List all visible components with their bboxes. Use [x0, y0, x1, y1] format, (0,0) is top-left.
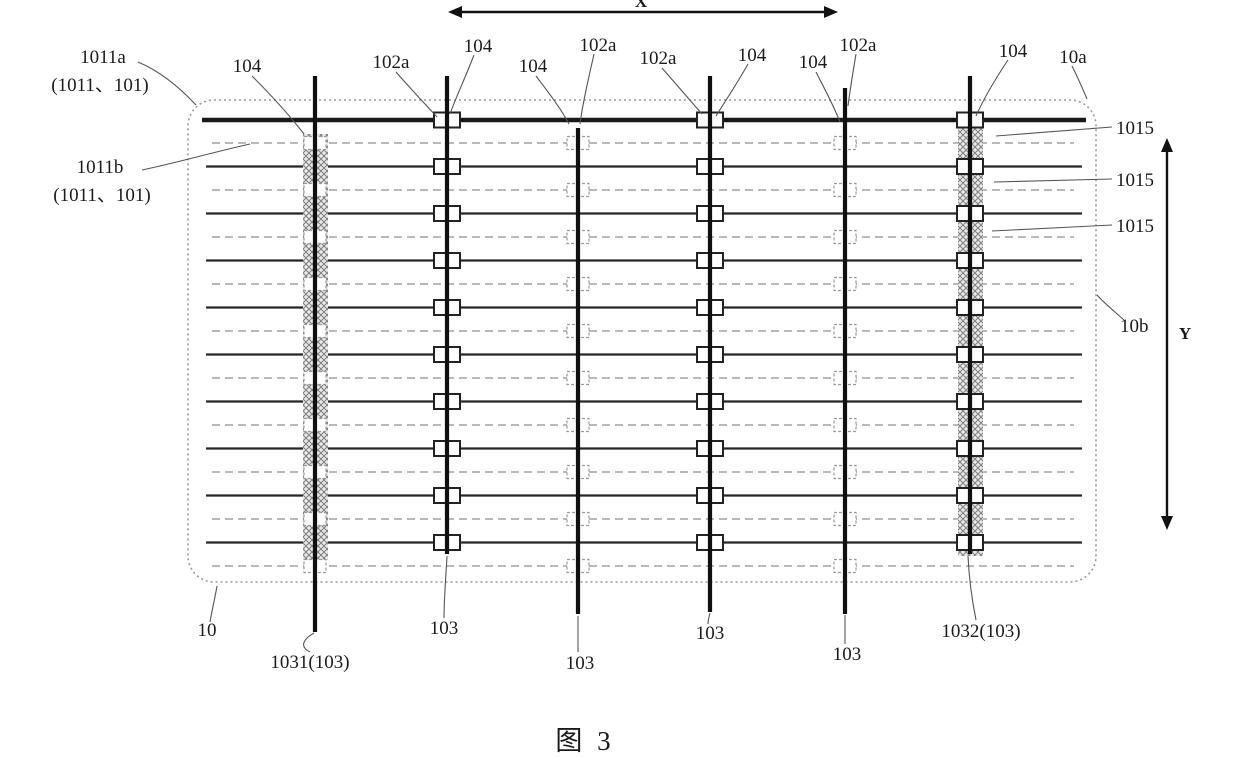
leader-104-1: [251, 75, 305, 135]
label-1011b-sub: (1011、101): [53, 185, 150, 206]
label-10: 10: [198, 620, 217, 641]
label-102a-2: 102a: [580, 35, 618, 56]
label-102a-3: 102a: [640, 48, 678, 69]
leader-1015-3: [991, 224, 1113, 232]
label-10b: 10b: [1120, 316, 1149, 337]
leader-102a-2: [579, 53, 595, 125]
leader-104-5: [815, 71, 841, 123]
leader-1015-1: [995, 126, 1113, 137]
x-arrowhead-right: [824, 6, 838, 18]
label-1032-103: 1032(103): [941, 621, 1020, 642]
label-10a: 10a: [1059, 47, 1087, 68]
leader-102a-1: [395, 71, 438, 118]
leader-1032: [967, 555, 977, 621]
label-104-1: 104: [233, 56, 262, 77]
leader-104-3: [535, 75, 570, 125]
label-1031-103: 1031(103): [270, 652, 349, 673]
y-axis-label: Y: [1179, 324, 1191, 343]
label-104-3: 104: [519, 56, 548, 77]
label-104-5: 104: [799, 52, 828, 73]
leader-104-2: [449, 54, 475, 115]
leader-10a: [1071, 65, 1088, 100]
cell-grid-geometry: [202, 76, 1086, 632]
label-102a-4: 102a: [840, 35, 878, 56]
leader-1011a: [137, 61, 197, 106]
x-arrowhead-left: [448, 6, 462, 18]
y-arrowhead-top: [1161, 138, 1173, 152]
label-1015-1: 1015: [1116, 118, 1154, 139]
leader-lines: [137, 53, 1125, 653]
label-1015-3: 1015: [1116, 216, 1154, 237]
label-103-4: 103: [833, 644, 862, 665]
label-104-6: 104: [999, 41, 1028, 62]
label-1011a-sub: (1011、101): [51, 75, 148, 96]
x-axis-label: X: [635, 0, 648, 11]
dimension-arrows: X Y: [448, 0, 1191, 530]
leader-103-1: [443, 555, 448, 619]
label-103-2: 103: [566, 653, 595, 674]
label-1015-2: 1015: [1116, 170, 1154, 191]
leader-102a-3: [661, 67, 703, 115]
leader-1015-2: [993, 178, 1113, 183]
leader-103-3: [707, 612, 711, 625]
leader-104-6: [975, 59, 1009, 117]
leader-10: [209, 585, 218, 623]
label-1011b: 1011b: [77, 157, 124, 178]
leader-1011b: [141, 143, 251, 171]
label-103-1: 103: [430, 618, 459, 639]
label-1011a: 1011a: [80, 47, 126, 68]
leader-10b: [1096, 294, 1125, 321]
figure-caption: 图 3: [555, 726, 614, 756]
reference-labels: 1011a (1011、101) 1011b (1011、101) 104 10…: [51, 35, 1154, 674]
y-arrowhead-bottom: [1161, 516, 1173, 530]
leader-1031: [303, 632, 315, 653]
label-103-3: 103: [696, 623, 725, 644]
label-104-2: 104: [464, 36, 493, 57]
cell-outline: [187, 99, 1097, 583]
leader-104-4: [715, 63, 749, 117]
label-104-4: 104: [738, 45, 767, 66]
label-102a-1: 102a: [373, 52, 411, 73]
leader-102a-4: [847, 53, 857, 107]
